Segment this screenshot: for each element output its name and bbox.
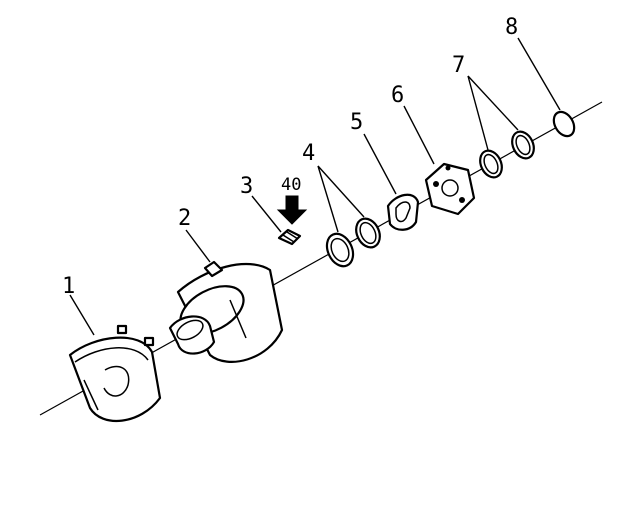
marker-label: 40 bbox=[281, 175, 301, 195]
callout-1: 1 bbox=[62, 274, 75, 299]
part-7-rings bbox=[479, 130, 535, 179]
callout-2: 2 bbox=[178, 206, 191, 231]
part-4-rings bbox=[325, 217, 381, 268]
callout-5: 5 bbox=[350, 110, 363, 135]
callout-8: 8 bbox=[505, 15, 518, 40]
part-8-oring bbox=[552, 110, 576, 138]
arrow-marker: 40 bbox=[276, 175, 308, 225]
leader-lines bbox=[69, 37, 561, 336]
part-5-plate bbox=[386, 193, 420, 231]
callout-4: 4 bbox=[302, 141, 315, 166]
part-2-housing bbox=[168, 260, 284, 363]
callout-6: 6 bbox=[391, 83, 404, 108]
callout-3: 3 bbox=[240, 174, 253, 199]
part-1-cover bbox=[68, 324, 162, 422]
callout-7: 7 bbox=[452, 53, 465, 78]
part-6-bracket bbox=[424, 162, 476, 216]
part-3-spring bbox=[277, 228, 302, 246]
